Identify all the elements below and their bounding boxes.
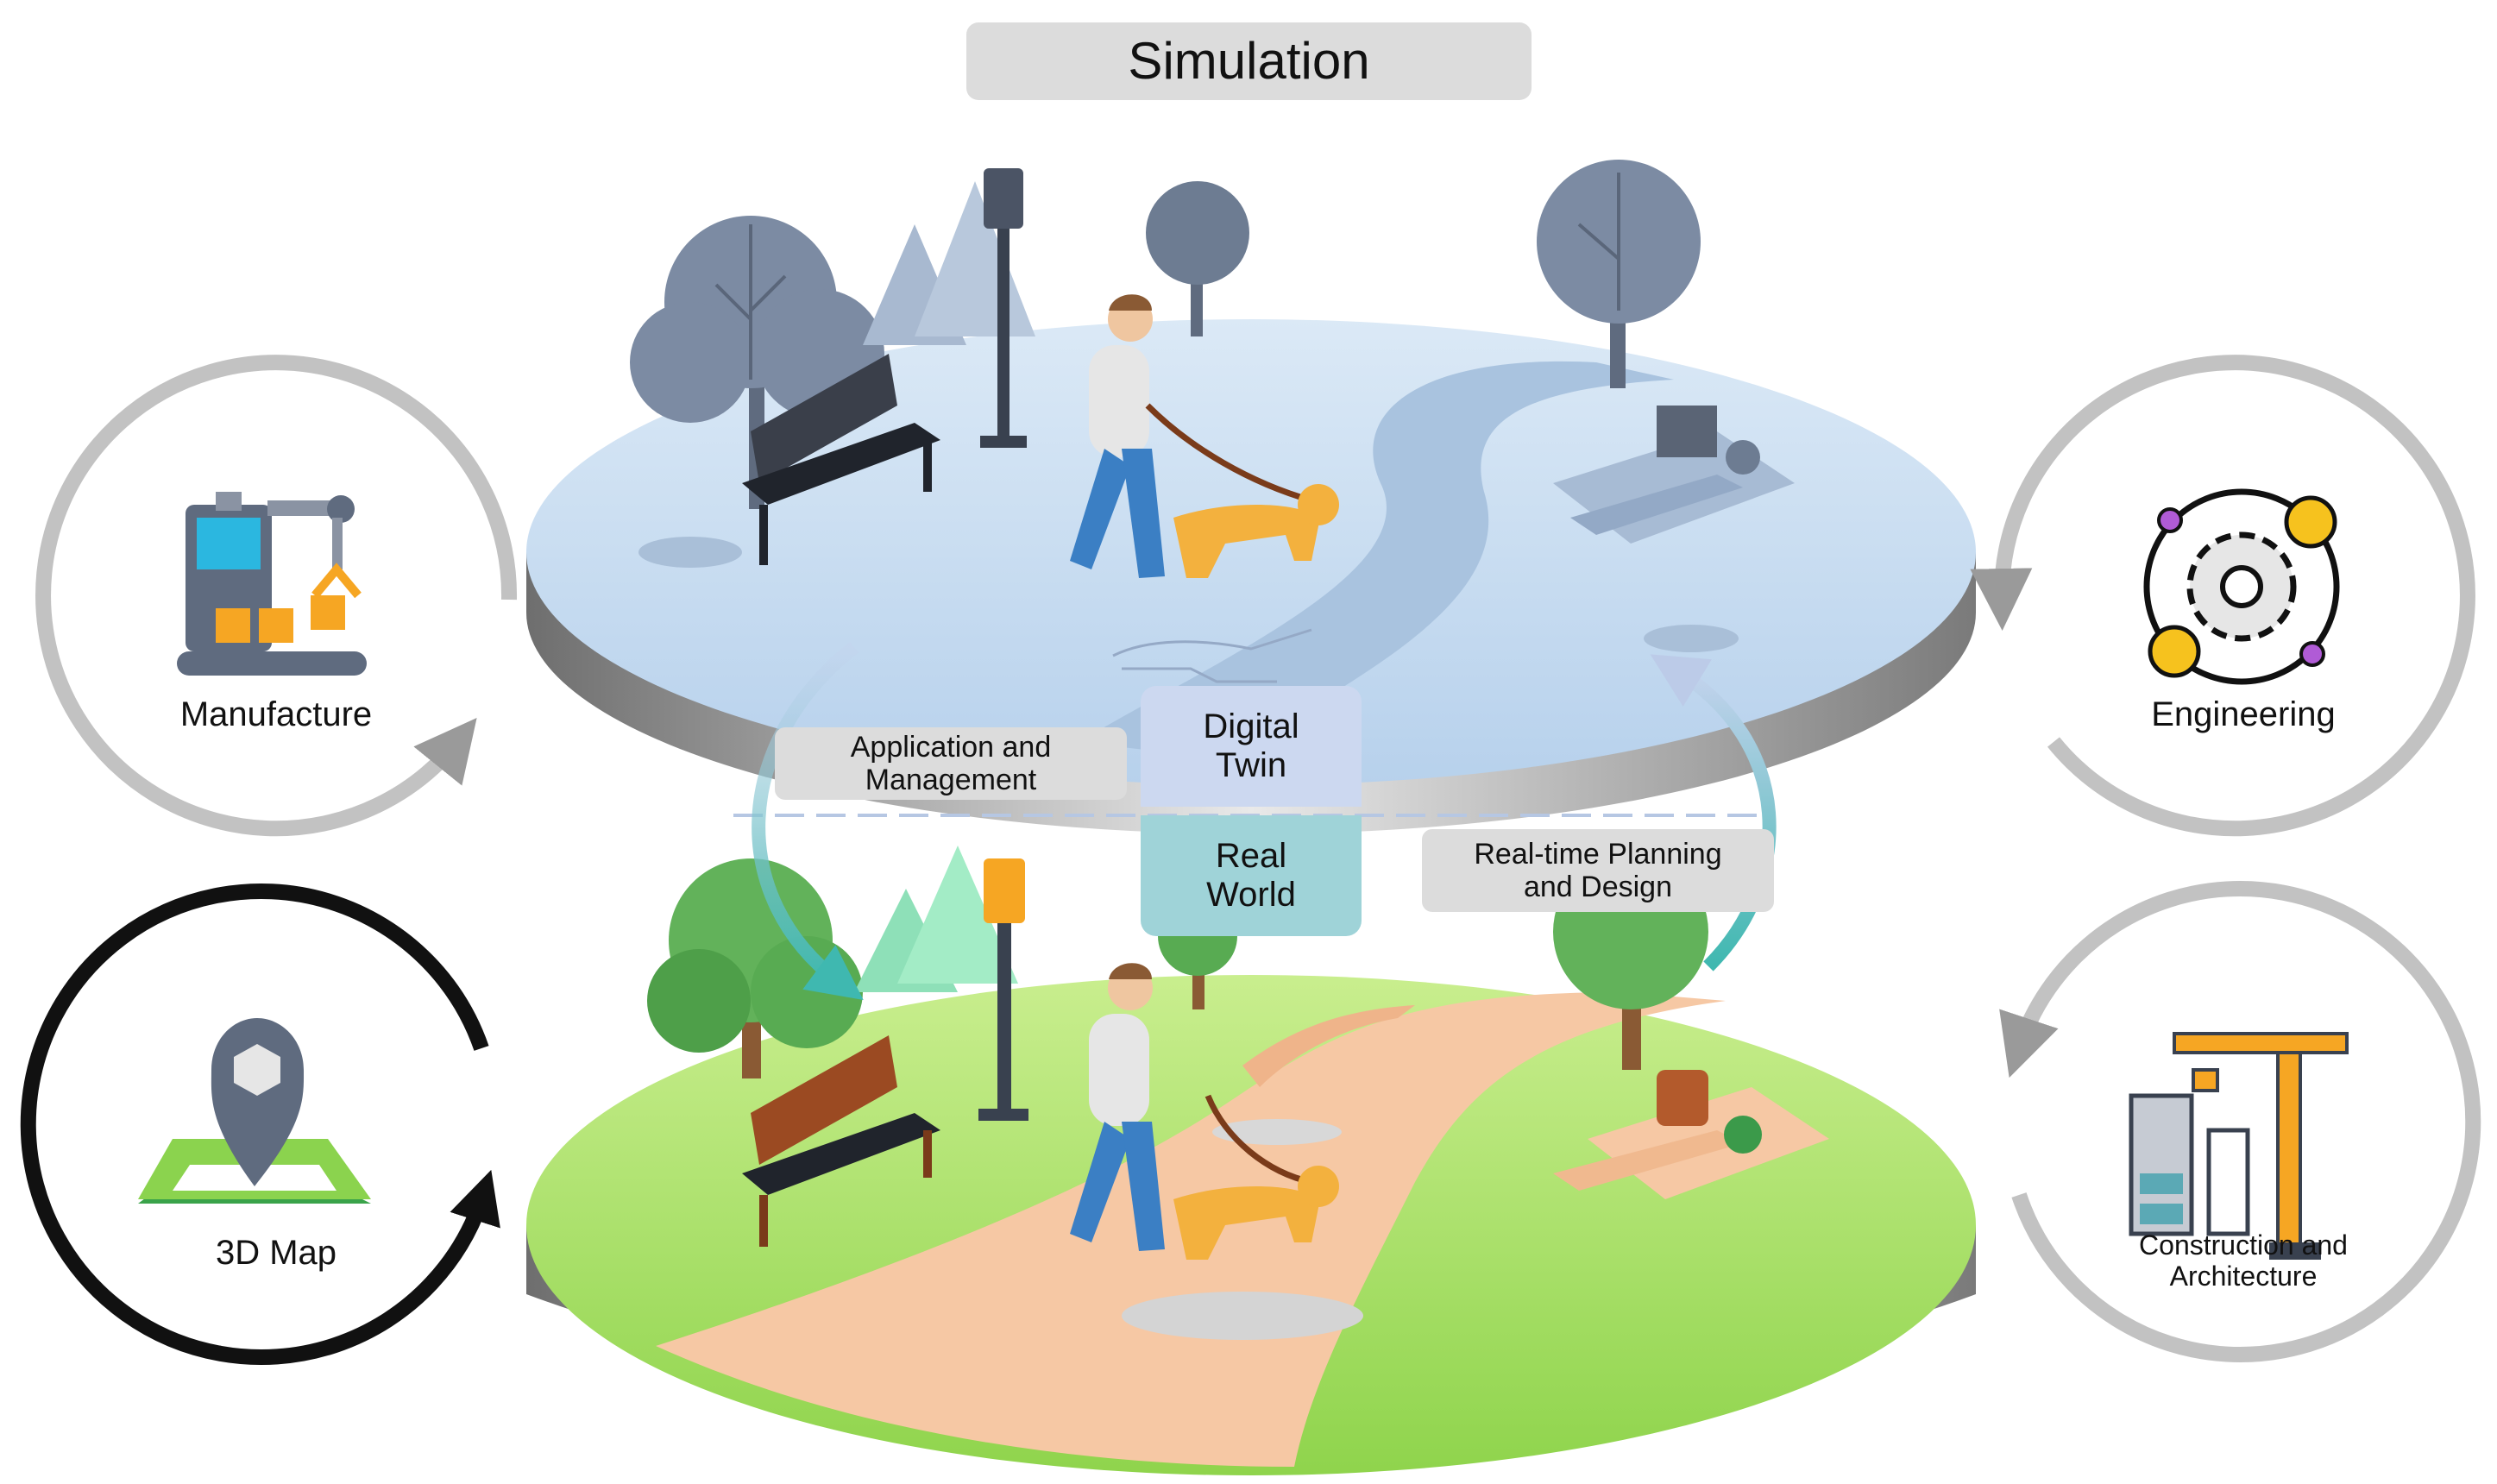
- picnic-table: [1553, 406, 1795, 544]
- person-walking-dog: [1070, 294, 1339, 578]
- flow-arrow-down: [752, 641, 864, 1001]
- construction-label: Construction and Architecture: [2139, 1229, 2348, 1292]
- tree: [854, 846, 1018, 992]
- application-management-label: Application and Management: [850, 730, 1052, 796]
- construction-crane-icon: [2129, 1032, 2349, 1260]
- tree: [1146, 181, 1249, 336]
- cycle-arrow-engineering: [1970, 355, 2475, 837]
- simulation-title: Simulation: [966, 22, 1532, 100]
- street-lamp: [980, 168, 1027, 448]
- park-bench: [742, 1035, 940, 1247]
- digital-twin-label: Digital Twin: [1203, 707, 1299, 784]
- digital-scene: [630, 160, 1795, 578]
- park-bench: [742, 354, 940, 565]
- gear-check-icon: [2143, 488, 2340, 685]
- engineering-label: Engineering: [2151, 695, 2336, 733]
- real-world-badge: Real World: [1141, 815, 1362, 936]
- person-walking-dog: [1070, 963, 1339, 1260]
- map3d-label: 3D Map: [215, 1234, 337, 1272]
- cycle-arrow-3d-map: [20, 883, 500, 1366]
- realtime-planning-label: Real-time Planning and Design: [1474, 837, 1722, 903]
- simulation-title-text: Simulation: [1128, 32, 1370, 91]
- cycle-arrow-manufacture: [35, 355, 518, 837]
- digital-twin-badge: Digital Twin: [1141, 686, 1362, 807]
- picnic-table: [1553, 1070, 1829, 1199]
- manufacture-label: Manufacture: [179, 695, 373, 733]
- tree: [1537, 160, 1701, 388]
- tree: [630, 216, 884, 509]
- application-management-label-box: Application and Management: [775, 727, 1127, 800]
- factory-robot-arm-icon: [177, 492, 367, 676]
- street-lamp: [978, 858, 1028, 1121]
- cycle-arrow-construction: [1999, 881, 2481, 1362]
- map-pin-cube-icon: [138, 1018, 371, 1204]
- realtime-planning-label-box: Real-time Planning and Design: [1422, 829, 1774, 912]
- flow-arrow-up: [1650, 654, 1777, 972]
- real-world-label: Real World: [1206, 837, 1296, 914]
